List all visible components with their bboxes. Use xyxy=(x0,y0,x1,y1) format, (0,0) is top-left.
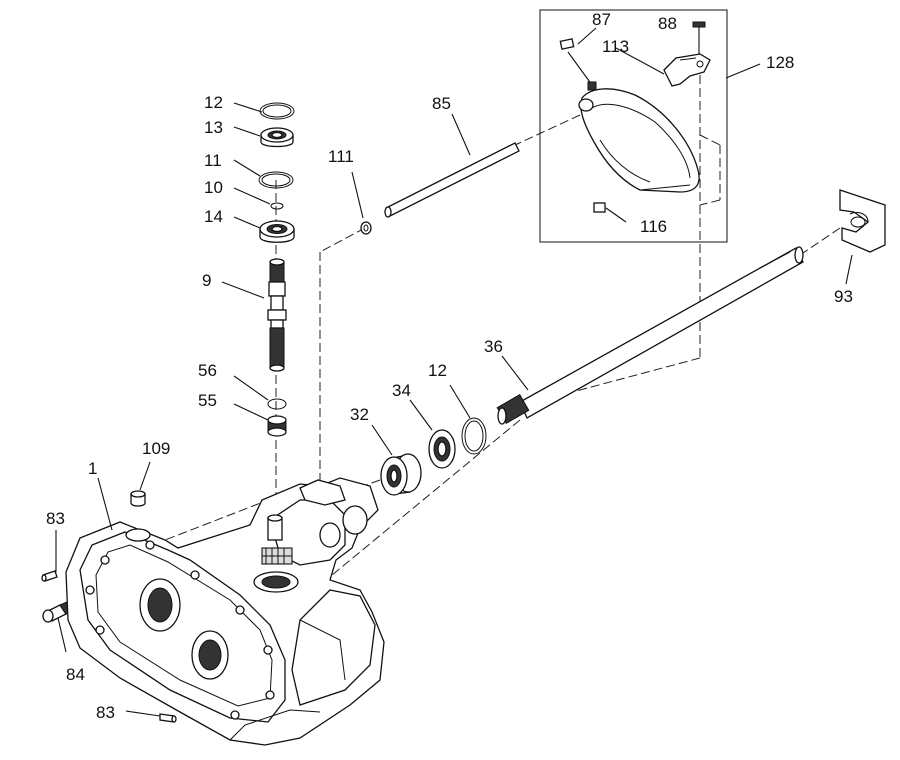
callout-111: 111 xyxy=(328,147,354,166)
callout-88: 88 xyxy=(658,14,677,33)
callout-leaders xyxy=(55,27,853,717)
bearing-part-13 xyxy=(260,127,294,148)
circlip-part-12a xyxy=(259,102,295,120)
washer-hole xyxy=(363,224,369,232)
ring-part-56 xyxy=(267,398,287,410)
bearing-part-34 xyxy=(428,429,456,469)
shaft-part-85 xyxy=(384,142,520,218)
circlip-part-12b xyxy=(461,417,487,455)
callout-87: 87 xyxy=(592,10,611,29)
callout-14: 14 xyxy=(204,207,223,226)
callout-83-bottom: 83 xyxy=(96,703,115,722)
shaft-part-9 xyxy=(267,258,287,372)
callout-32: 32 xyxy=(350,405,369,424)
callout-12-right: 12 xyxy=(428,361,447,380)
callout-11: 11 xyxy=(204,151,222,170)
callout-84: 84 xyxy=(66,665,85,684)
ring-part-11 xyxy=(258,171,294,189)
pad-part-116 xyxy=(593,202,606,213)
inset-frame xyxy=(539,9,728,243)
callout-128: 128 xyxy=(766,53,794,72)
callout-labels: 12 13 11 10 14 9 56 55 111 85 87 88 113 … xyxy=(46,10,853,722)
spacer-part-55 xyxy=(267,415,287,437)
bracket-part-93 xyxy=(839,189,886,253)
bearing-part-14 xyxy=(259,220,295,243)
callout-13: 13 xyxy=(204,118,223,137)
washer-part-111 xyxy=(360,221,372,235)
pin-part-83a xyxy=(41,570,58,582)
bearing-part-32 xyxy=(380,453,422,496)
callout-9: 9 xyxy=(202,271,211,290)
pin-part-83b xyxy=(159,713,177,723)
axle-part-36 xyxy=(496,246,804,425)
callout-113: 113 xyxy=(602,37,629,56)
callout-116: 116 xyxy=(640,217,667,236)
plug-part-109 xyxy=(130,490,146,507)
callout-85: 85 xyxy=(432,94,451,113)
callout-109: 109 xyxy=(142,439,170,458)
callout-55: 55 xyxy=(198,391,217,410)
callout-34: 34 xyxy=(392,381,411,400)
housing-part-1 xyxy=(65,477,385,746)
callout-12-top: 12 xyxy=(204,93,223,112)
cover-part-128 xyxy=(578,88,700,193)
washer-part-10 xyxy=(270,202,284,210)
bracket-part-113 xyxy=(663,53,711,87)
callout-56: 56 xyxy=(198,361,217,380)
callout-36: 36 xyxy=(484,337,503,356)
callout-93: 93 xyxy=(834,287,853,306)
callout-1: 1 xyxy=(88,459,97,478)
key-part-87 xyxy=(559,38,597,91)
callout-10: 10 xyxy=(204,178,223,197)
callout-83-top: 83 xyxy=(46,509,65,528)
